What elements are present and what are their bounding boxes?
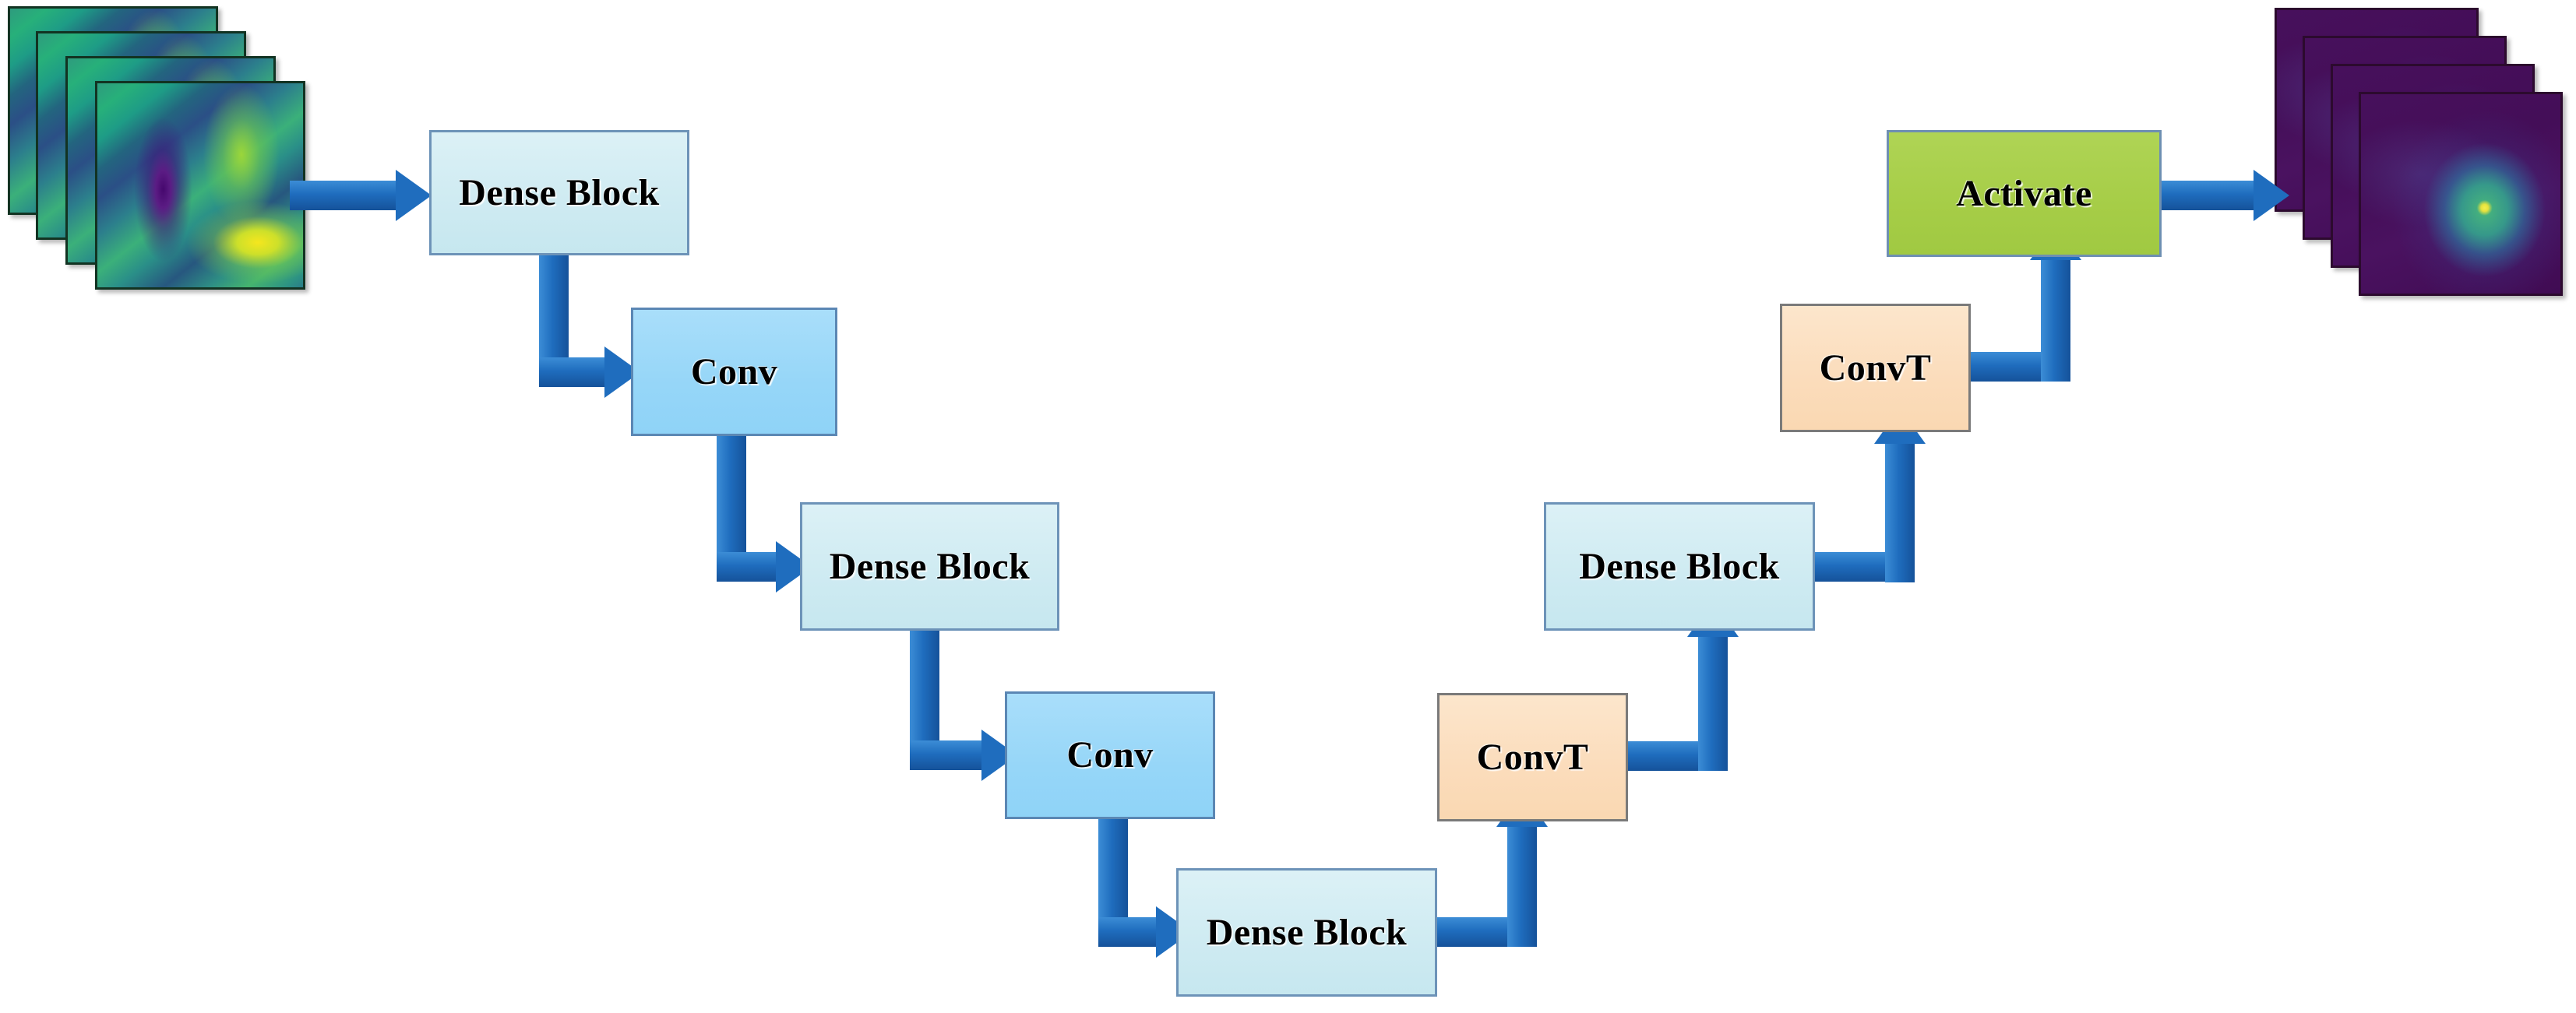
node-conv-2[interactable]: Conv bbox=[1005, 691, 1215, 819]
node-label: Dense Block bbox=[829, 545, 1031, 587]
node-label: Dense Block bbox=[1206, 911, 1408, 953]
node-label: ConvT bbox=[1476, 736, 1589, 778]
node-dense-block-1[interactable]: Dense Block bbox=[429, 130, 689, 255]
node-convt-2[interactable]: ConvT bbox=[1780, 304, 1971, 432]
node-label: ConvT bbox=[1819, 346, 1932, 389]
node-label: Conv bbox=[690, 350, 778, 392]
output-feature-maps-stack bbox=[2275, 8, 2576, 311]
node-dense-block-4[interactable]: Dense Block bbox=[1544, 502, 1815, 631]
node-label: Dense Block bbox=[1579, 545, 1780, 587]
node-dense-block-3[interactable]: Dense Block bbox=[1176, 868, 1437, 997]
node-label: Conv bbox=[1066, 734, 1154, 776]
node-conv-1[interactable]: Conv bbox=[631, 308, 837, 436]
input-feature-map-tile-4 bbox=[95, 81, 305, 290]
node-dense-block-2[interactable]: Dense Block bbox=[800, 502, 1059, 631]
output-feature-map-tile-4 bbox=[2359, 92, 2563, 296]
node-label: Activate bbox=[1956, 172, 2092, 214]
node-convt-1[interactable]: ConvT bbox=[1437, 693, 1628, 821]
node-label: Dense Block bbox=[459, 171, 660, 213]
input-feature-maps-stack bbox=[8, 6, 319, 302]
node-activate[interactable]: Activate bbox=[1887, 130, 2162, 257]
